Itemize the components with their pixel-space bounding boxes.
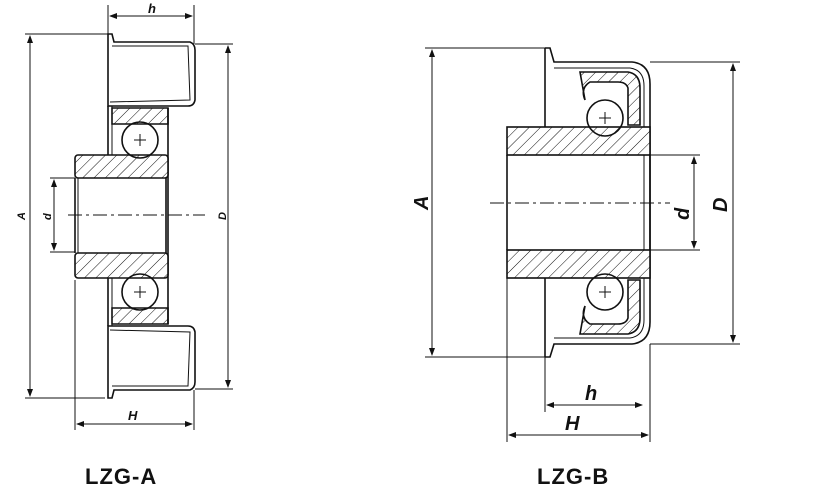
lzg-a-drawing: A d D h H LZG-A [16,1,233,489]
label-A: A [16,212,28,221]
housing [107,33,196,399]
housing [544,47,651,358]
label-h: h [148,1,156,16]
caption-lzg-b: LZG-B [537,464,609,489]
label-D: D [217,212,229,220]
label-D: D [710,198,732,212]
lzg-b-drawing: A d D h H LZG-B [411,47,740,489]
inner-ring [506,126,651,279]
ball-top [586,99,624,137]
label-H: H [565,413,580,435]
dimensions [425,47,740,442]
label-H: H [128,408,138,423]
ball-top [121,121,159,159]
ball-bottom [586,273,624,311]
inner-ring [74,154,169,279]
ball-bottom [121,273,159,311]
dimensions [25,5,233,430]
outer-ring [111,107,169,325]
caption-lzg-a: LZG-A [85,464,157,489]
label-d: d [672,207,694,220]
label-h: h [585,383,597,405]
label-d: d [42,213,54,220]
label-A: A [411,196,433,211]
